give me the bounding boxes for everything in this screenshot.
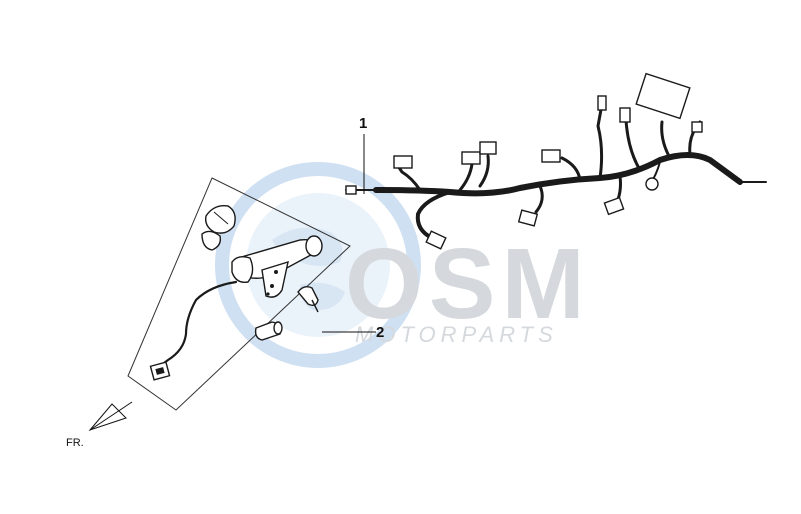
connector-icon [149,361,171,381]
callout-2: 2 [322,324,384,341]
ignition-switch-group [127,177,351,411]
front-direction-label: FR. [66,437,84,449]
relay-box-icon [635,72,691,120]
callout-1: 1 [359,115,367,194]
ignition-switch-icon [231,235,323,298]
lock-cap-icon [201,205,236,251]
watermark-tagline: MOTORPARTS [355,322,558,347]
ignition-set-frame [127,177,351,411]
front-direction-arrow-icon [88,401,133,432]
wiring-harness-icon [345,72,767,250]
key-icon [297,285,319,313]
lock-barrel-icon [254,321,283,341]
watermark-brand: OSM [345,228,591,340]
callout-1-label: 1 [359,115,367,132]
callout-2-label: 2 [376,324,384,341]
